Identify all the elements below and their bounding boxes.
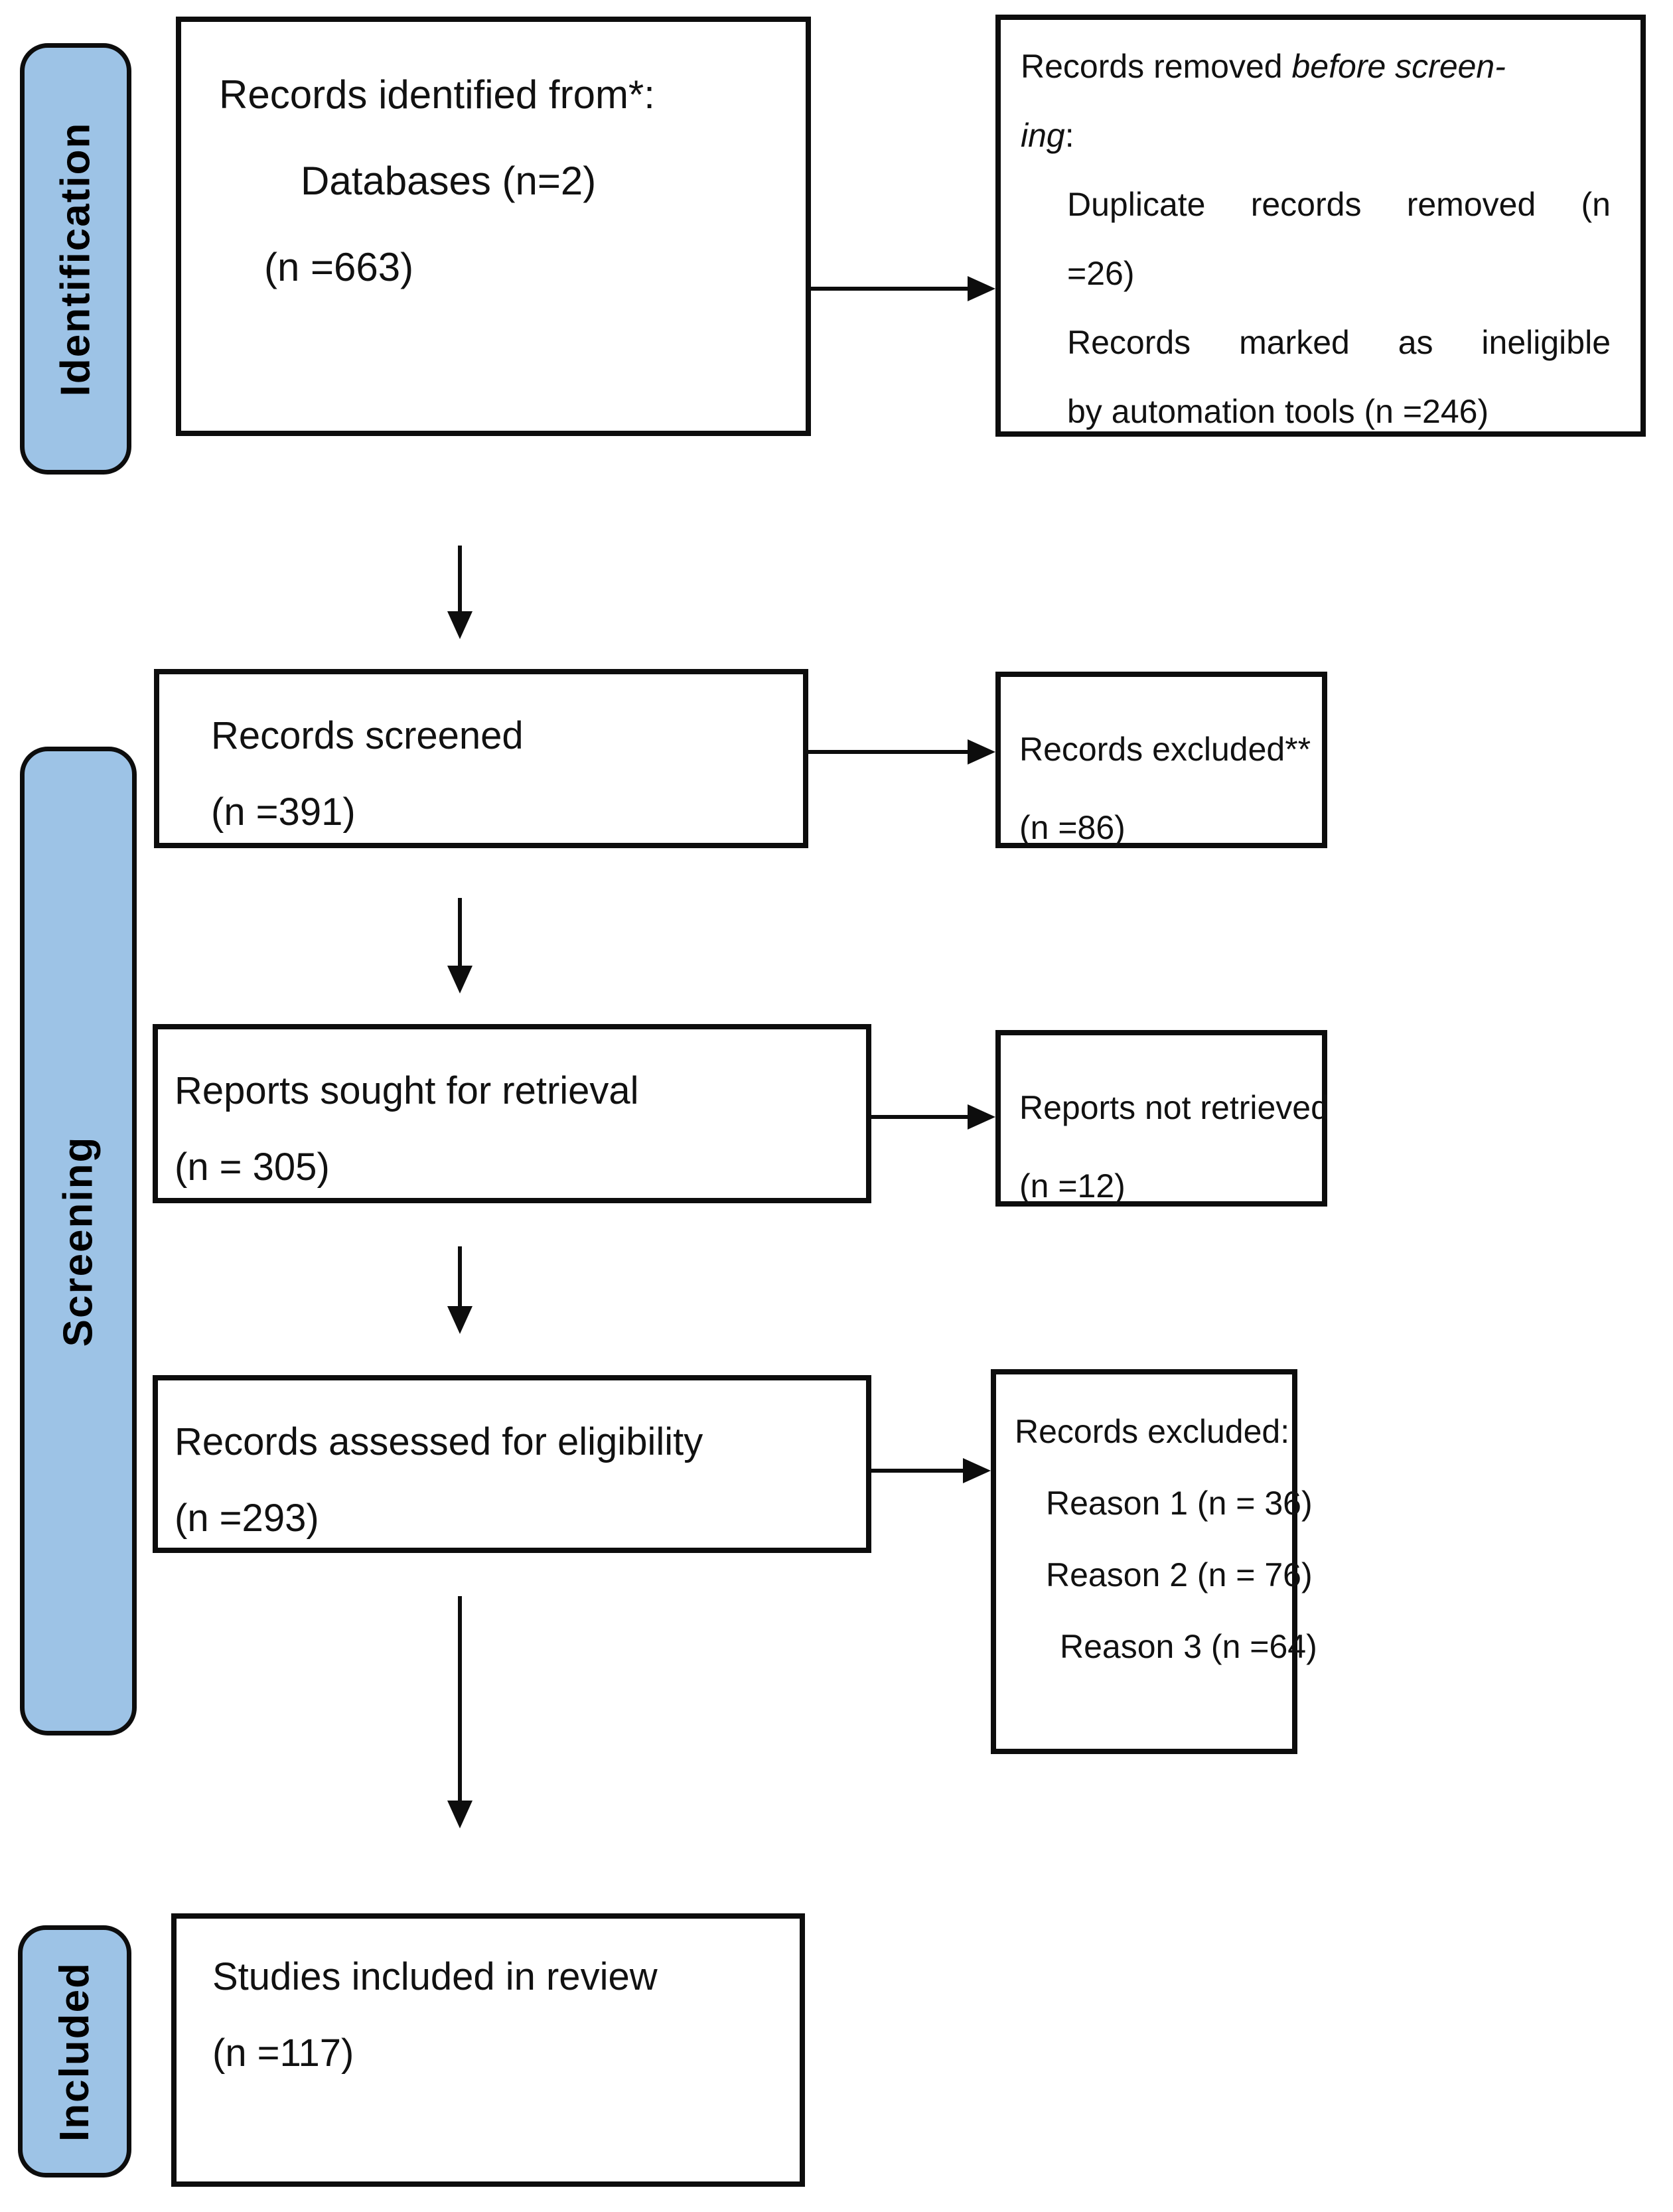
stage-screening-label: Screening bbox=[55, 1136, 102, 1347]
reports-not-retrieved-title: Reports not retrieved bbox=[1019, 1089, 1329, 1126]
records-screened-title: Records screened bbox=[211, 714, 524, 757]
box-records-excluded-screening: Records excluded** (n =86) bbox=[995, 672, 1327, 848]
stage-identification-label: Identification bbox=[52, 121, 99, 396]
arrow-sought-to-assessed bbox=[458, 1246, 462, 1306]
arrow-identified-to-removed bbox=[811, 287, 968, 291]
excluded-reason-3: Reason 3 (n =64) bbox=[1060, 1628, 1317, 1665]
box-reports-sought: Reports sought for retrieval (n = 305) bbox=[153, 1024, 871, 1203]
records-identified-databases: Databases (n=2) bbox=[301, 159, 597, 203]
box-records-excluded-eligibility: Records excluded: Reason 1 (n = 36) Reas… bbox=[991, 1369, 1317, 1754]
box-records-removed-before-screening: Records removed before screen- ing: Dupl… bbox=[995, 15, 1646, 437]
reports-sought-title: Reports sought for retrieval bbox=[175, 1069, 639, 1112]
records-assessed-count: (n =293) bbox=[175, 1497, 319, 1540]
duplicates-removed-line1: Duplicate records removed (n bbox=[1067, 186, 1611, 223]
box-records-screened: Records screened (n =391) bbox=[154, 669, 808, 848]
studies-included-count: (n =117) bbox=[212, 2031, 354, 2075]
arrow-sought-to-not-retrieved bbox=[871, 1115, 968, 1119]
stage-screening: Screening bbox=[20, 747, 137, 1735]
box-records-assessed: Records assessed for eligibility (n =293… bbox=[153, 1375, 871, 1553]
duplicates-removed-line2: =26) bbox=[1067, 255, 1135, 292]
arrow-screened-to-sought bbox=[458, 898, 462, 966]
stage-identification: Identification bbox=[20, 43, 131, 475]
records-excluded-count: (n =86) bbox=[1019, 809, 1126, 846]
reports-sought-count: (n = 305) bbox=[175, 1145, 330, 1189]
automation-ineligible-line2: by automation tools (n =246) bbox=[1067, 393, 1489, 430]
records-removed-title-line2: ing: bbox=[1021, 117, 1074, 154]
stage-included: Included bbox=[18, 1925, 131, 2177]
records-excluded-title: Records excluded** bbox=[1019, 731, 1311, 768]
records-identified-count: (n =663) bbox=[264, 245, 414, 289]
stage-included-label: Included bbox=[52, 1961, 98, 2142]
arrow-identified-to-screened bbox=[458, 546, 462, 611]
automation-ineligible-line1: Records marked as ineligible bbox=[1067, 324, 1611, 361]
box-records-identified: Records identified from*: Databases (n=2… bbox=[176, 17, 811, 436]
records-screened-count: (n =391) bbox=[211, 790, 356, 834]
records-identified-title: Records identified from*: bbox=[219, 72, 655, 117]
excluded-reason-2: Reason 2 (n = 76) bbox=[1046, 1556, 1313, 1593]
records-assessed-title: Records assessed for eligibility bbox=[175, 1420, 703, 1463]
records-excluded-eligibility-title: Records excluded: bbox=[1015, 1413, 1290, 1450]
excluded-reason-1: Reason 1 (n = 36) bbox=[1046, 1485, 1313, 1522]
arrow-assessed-to-excluded bbox=[871, 1469, 963, 1473]
reports-not-retrieved-count: (n =12) bbox=[1019, 1167, 1126, 1205]
arrow-assessed-to-included bbox=[458, 1596, 462, 1801]
arrow-screened-to-excluded bbox=[808, 750, 968, 754]
box-reports-not-retrieved: Reports not retrieved (n =12) bbox=[995, 1030, 1329, 1207]
box-studies-included: Studies included in review (n =117) bbox=[171, 1913, 805, 2187]
studies-included-title: Studies included in review bbox=[212, 1955, 658, 1998]
records-removed-title-line1: Records removed before screen- bbox=[1021, 48, 1506, 85]
